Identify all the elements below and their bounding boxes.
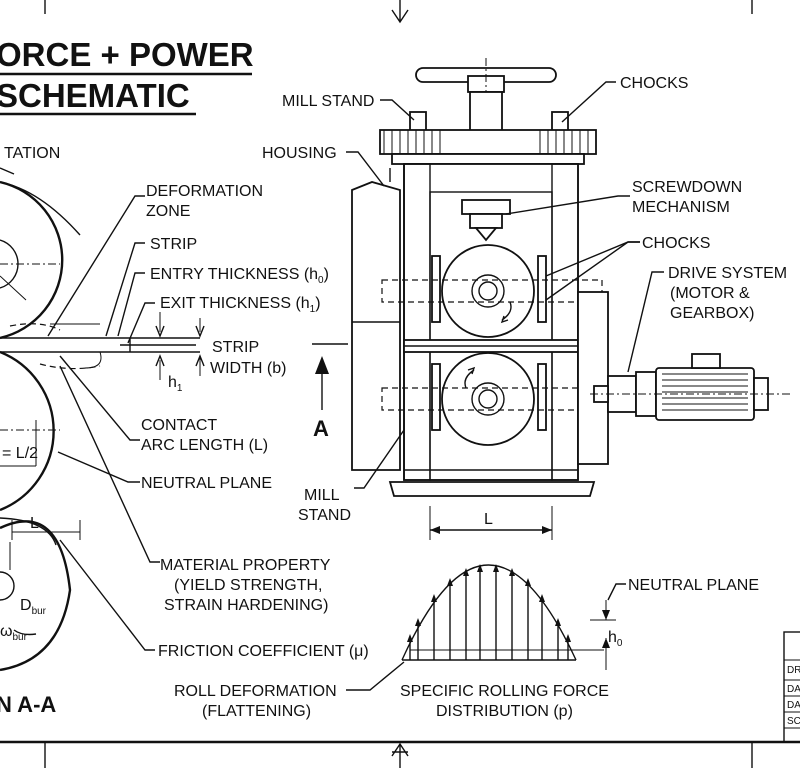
title-block bbox=[783, 631, 800, 743]
force-distribution-plot bbox=[346, 564, 626, 691]
friction-label: FRICTION COEFFICIENT (μ) bbox=[158, 643, 369, 660]
deformation-zone-label-2: ZONE bbox=[146, 203, 190, 220]
rotation-label: TATION bbox=[4, 145, 60, 162]
section-view-label: N A-A bbox=[0, 692, 56, 717]
h0-label: h0 bbox=[608, 629, 623, 649]
drive-system-label-3: GEARBOX) bbox=[670, 305, 754, 322]
force-distribution-label-2: DISTRIBUTION (p) bbox=[436, 703, 573, 720]
strip-width-label-1: STRIP bbox=[212, 339, 259, 356]
roll-deformation-label-2: (FLATTENING) bbox=[202, 703, 311, 720]
material-property-label-2: (YIELD STRENGTH, bbox=[174, 577, 322, 594]
drive-system-label-1: DRIVE SYSTEM bbox=[668, 265, 787, 282]
exit-thickness-label: EXIT THICKNESS (h1) bbox=[160, 295, 321, 315]
mill-stand-bottom-label-2: STAND bbox=[298, 507, 351, 524]
chocks-mid-label: CHOCKS bbox=[642, 235, 710, 252]
l-dim-left: L bbox=[30, 515, 39, 532]
strip-width-label-2: WIDTH (b) bbox=[210, 360, 286, 377]
left-callouts bbox=[47, 195, 160, 651]
mill-stand-drawing bbox=[312, 58, 790, 540]
h1-label: h1 bbox=[168, 374, 183, 394]
title-block-row-4: SC bbox=[787, 716, 800, 727]
material-property-label-3: STRAIN HARDENING) bbox=[164, 597, 328, 614]
mill-stand-top-label: MILL STAND bbox=[282, 93, 374, 110]
title-block-row-1: DR bbox=[787, 665, 800, 676]
d-bur-label: Dbur bbox=[20, 597, 47, 617]
roll-pass-diagram: TATION bbox=[0, 145, 205, 672]
entry-thickness-label: ENTRY THICKNESS (h0) bbox=[150, 266, 329, 286]
neutral-plane-label-bottom: NEUTRAL PLANE bbox=[628, 577, 759, 594]
title-block-row-3: DA bbox=[787, 700, 800, 711]
strip-label: STRIP bbox=[150, 236, 197, 253]
drive-system-label-2: (MOTOR & bbox=[670, 285, 750, 302]
mill-stand-bottom-label-1: MILL bbox=[304, 487, 340, 504]
right-callouts bbox=[346, 81, 664, 489]
deformation-zone-label-1: DEFORMATION bbox=[146, 183, 263, 200]
housing-label: HOUSING bbox=[262, 145, 337, 162]
force-distribution-label-1: SPECIFIC ROLLING FORCE bbox=[400, 683, 609, 700]
title-block-row-2: DA bbox=[787, 684, 800, 695]
section-arrow-label: A bbox=[313, 416, 329, 441]
contact-arc-label-2: ARC LENGTH (L) bbox=[141, 437, 268, 454]
half-l-label: = L/2 bbox=[2, 445, 38, 462]
chocks-top-label: CHOCKS bbox=[620, 75, 688, 92]
l-dim-right: L bbox=[484, 511, 493, 528]
material-property-label-1: MATERIAL PROPERTY bbox=[160, 557, 331, 574]
title-line-2: SCHEMATIC bbox=[0, 77, 190, 114]
roll-deformation-label-1: ROLL DEFORMATION bbox=[174, 683, 337, 700]
neutral-plane-label-left: NEUTRAL PLANE bbox=[141, 475, 272, 492]
w-bur-label: ωbur bbox=[0, 623, 28, 643]
contact-arc-label-1: CONTACT bbox=[141, 417, 217, 434]
title-line-1: ORCE + POWER bbox=[0, 36, 254, 73]
screwdown-label-1: SCREWDOWN bbox=[632, 179, 742, 196]
screwdown-label-2: MECHANISM bbox=[632, 199, 730, 216]
